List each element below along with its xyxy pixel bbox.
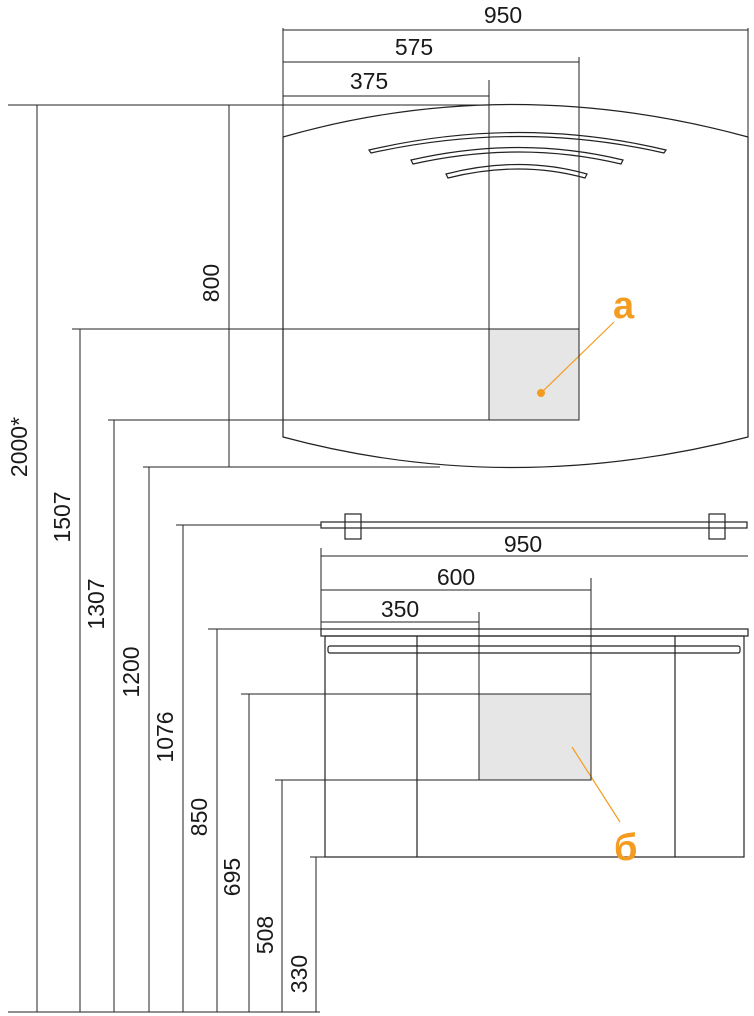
shelf-bracket-left bbox=[344, 513, 362, 540]
cabinet-width-mid: 600 bbox=[437, 564, 475, 590]
elev-1200: 1200 bbox=[118, 646, 144, 697]
mirror-height: 800 bbox=[198, 264, 224, 302]
cabinet-unit: б 950 600 350 bbox=[320, 513, 749, 869]
mirror-light-strip-top bbox=[368, 131, 667, 154]
cabinet-top bbox=[320, 628, 749, 637]
elev-1507: 1507 bbox=[49, 491, 75, 542]
cabinet-panel-b bbox=[478, 693, 592, 781]
mirror-outline bbox=[282, 103, 749, 469]
glass-shelf bbox=[320, 521, 748, 529]
elev-1307: 1307 bbox=[83, 578, 109, 629]
elev-330: 330 bbox=[286, 955, 312, 993]
mirror-width-left: 375 bbox=[350, 68, 388, 94]
mirror-light-strip-bottom bbox=[445, 163, 588, 179]
elev-1076: 1076 bbox=[152, 711, 178, 762]
marker-b-leader bbox=[571, 746, 621, 823]
elev-695: 695 bbox=[219, 858, 245, 896]
mirror-width-total: 950 bbox=[484, 2, 522, 28]
cabinet-body bbox=[324, 635, 745, 858]
elevation-dimensions: 2000* 1507 1307 1200 1076 850 695 508 33 bbox=[6, 104, 489, 1013]
mirror-panel-a bbox=[488, 328, 580, 421]
cabinet-handle-bar bbox=[327, 645, 741, 654]
mirror-width-mid: 575 bbox=[395, 34, 433, 60]
marker-a-label: а bbox=[613, 285, 635, 327]
elev-2000: 2000* bbox=[6, 417, 32, 477]
shelf-bracket-right bbox=[708, 513, 726, 540]
mirror-unit: а 950 575 375 800 bbox=[198, 2, 749, 469]
elev-508: 508 bbox=[252, 916, 278, 954]
mirror-light-strip-middle bbox=[410, 146, 624, 165]
cabinet-width-left: 350 bbox=[381, 596, 419, 622]
elev-850: 850 bbox=[186, 798, 212, 836]
marker-b-label: б bbox=[614, 827, 637, 869]
marker-a-leader bbox=[540, 321, 615, 394]
cabinet-width-total: 950 bbox=[504, 531, 542, 557]
